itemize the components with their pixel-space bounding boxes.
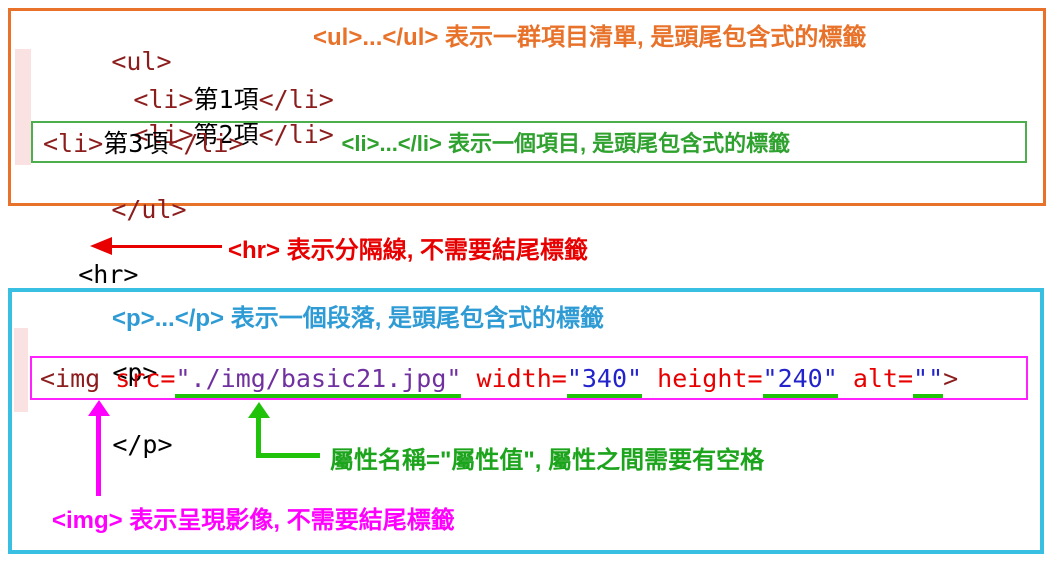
li-line-1: <li>第1項</li> <box>43 55 334 145</box>
ul-open-code: <ul> <box>21 17 172 107</box>
p-close-code: </p> <box>22 400 173 490</box>
arrow-shaft <box>256 416 261 458</box>
ul-close-code: </ul> <box>21 165 187 255</box>
attr-annotation: 屬性名稱="屬性值", 屬性之間需要有空格 <box>330 447 765 474</box>
li-annotation: <li>...</li> 表示一個項目, 是頭尾包含式的標籤 <box>341 131 791 156</box>
alt-attr-value: "" <box>913 363 944 398</box>
up-arrow-icon <box>88 400 110 416</box>
arrow-shaft <box>256 453 320 458</box>
arrowhead-left <box>90 237 112 255</box>
width-attr-name: width= <box>461 363 567 393</box>
p-close-tag: </p> <box>112 430 173 459</box>
ul-annotation: <ul>...</ul> 表示一群項目清單, 是頭尾包含式的標籤 <box>313 24 867 51</box>
arrow-shaft <box>96 414 101 496</box>
ul-open-tag: <ul> <box>111 47 172 76</box>
p-example-box: <p>...</p> 表示一個段落, 是頭尾包含式的標籤 <p> <img sr… <box>8 288 1044 554</box>
width-attr-value: "340" <box>566 363 643 398</box>
height-attr-name: height= <box>642 363 763 393</box>
p-open-code: <p> <box>22 328 157 418</box>
hr-tag: <hr> <box>78 260 139 289</box>
li-line-3: <li>第3項</li> <box>43 124 244 160</box>
alt-attr-name: alt= <box>837 363 914 393</box>
ul-example-box: <ul> <ul>...</ul> 表示一群項目清單, 是頭尾包含式的標籤 <l… <box>8 8 1046 224</box>
li-line-2: <li>第2項</li> <box>43 90 334 180</box>
li-highlight-box: <li>第3項</li> <li>...</li> 表示一個項目, 是頭尾包含式… <box>31 121 1027 163</box>
editor-gutter-highlight <box>15 49 31 165</box>
src-attr-value: "./img/basic21.jpg" <box>175 363 462 398</box>
img-highlight-box: <img src="./img/basic21.jpg" width="340"… <box>30 356 1028 400</box>
p-annotation: <p>...</p> 表示一個段落, 是頭尾包含式的標籤 <box>112 305 605 332</box>
li-close-tag: </li> <box>258 85 334 114</box>
arrow-shaft <box>112 244 222 248</box>
li-close-tag: </li> <box>168 129 244 158</box>
img-open-tag: <img <box>40 363 116 393</box>
img-code-line: <img src="./img/basic21.jpg" width="340"… <box>40 363 959 398</box>
img-annotation: <img> 表示呈現影像, 不需要結尾標籤 <box>52 507 455 534</box>
li-open-tag: <li> <box>133 85 194 114</box>
li-text: 第1項 <box>193 85 259 114</box>
p-open-tag: <p> <box>112 358 158 387</box>
editor-gutter-highlight <box>14 328 28 412</box>
li-open-tag: <li> <box>133 120 194 149</box>
hr-annotation: <hr> 表示分隔線, 不需要結尾標籤 <box>228 237 589 264</box>
li-text: 第3項 <box>103 129 169 158</box>
up-arrow-icon <box>248 402 270 418</box>
src-attr-name: src= <box>115 363 176 393</box>
ul-close-tag: </ul> <box>111 195 187 224</box>
li-close-tag: </li> <box>258 120 334 149</box>
hr-code: <hr> <box>18 230 138 320</box>
li-open-tag: <li> <box>43 129 104 158</box>
img-close-bracket: > <box>943 363 959 393</box>
left-arrow-icon <box>90 234 222 258</box>
height-attr-value: "240" <box>762 363 838 398</box>
li-text: 第2項 <box>193 120 259 149</box>
